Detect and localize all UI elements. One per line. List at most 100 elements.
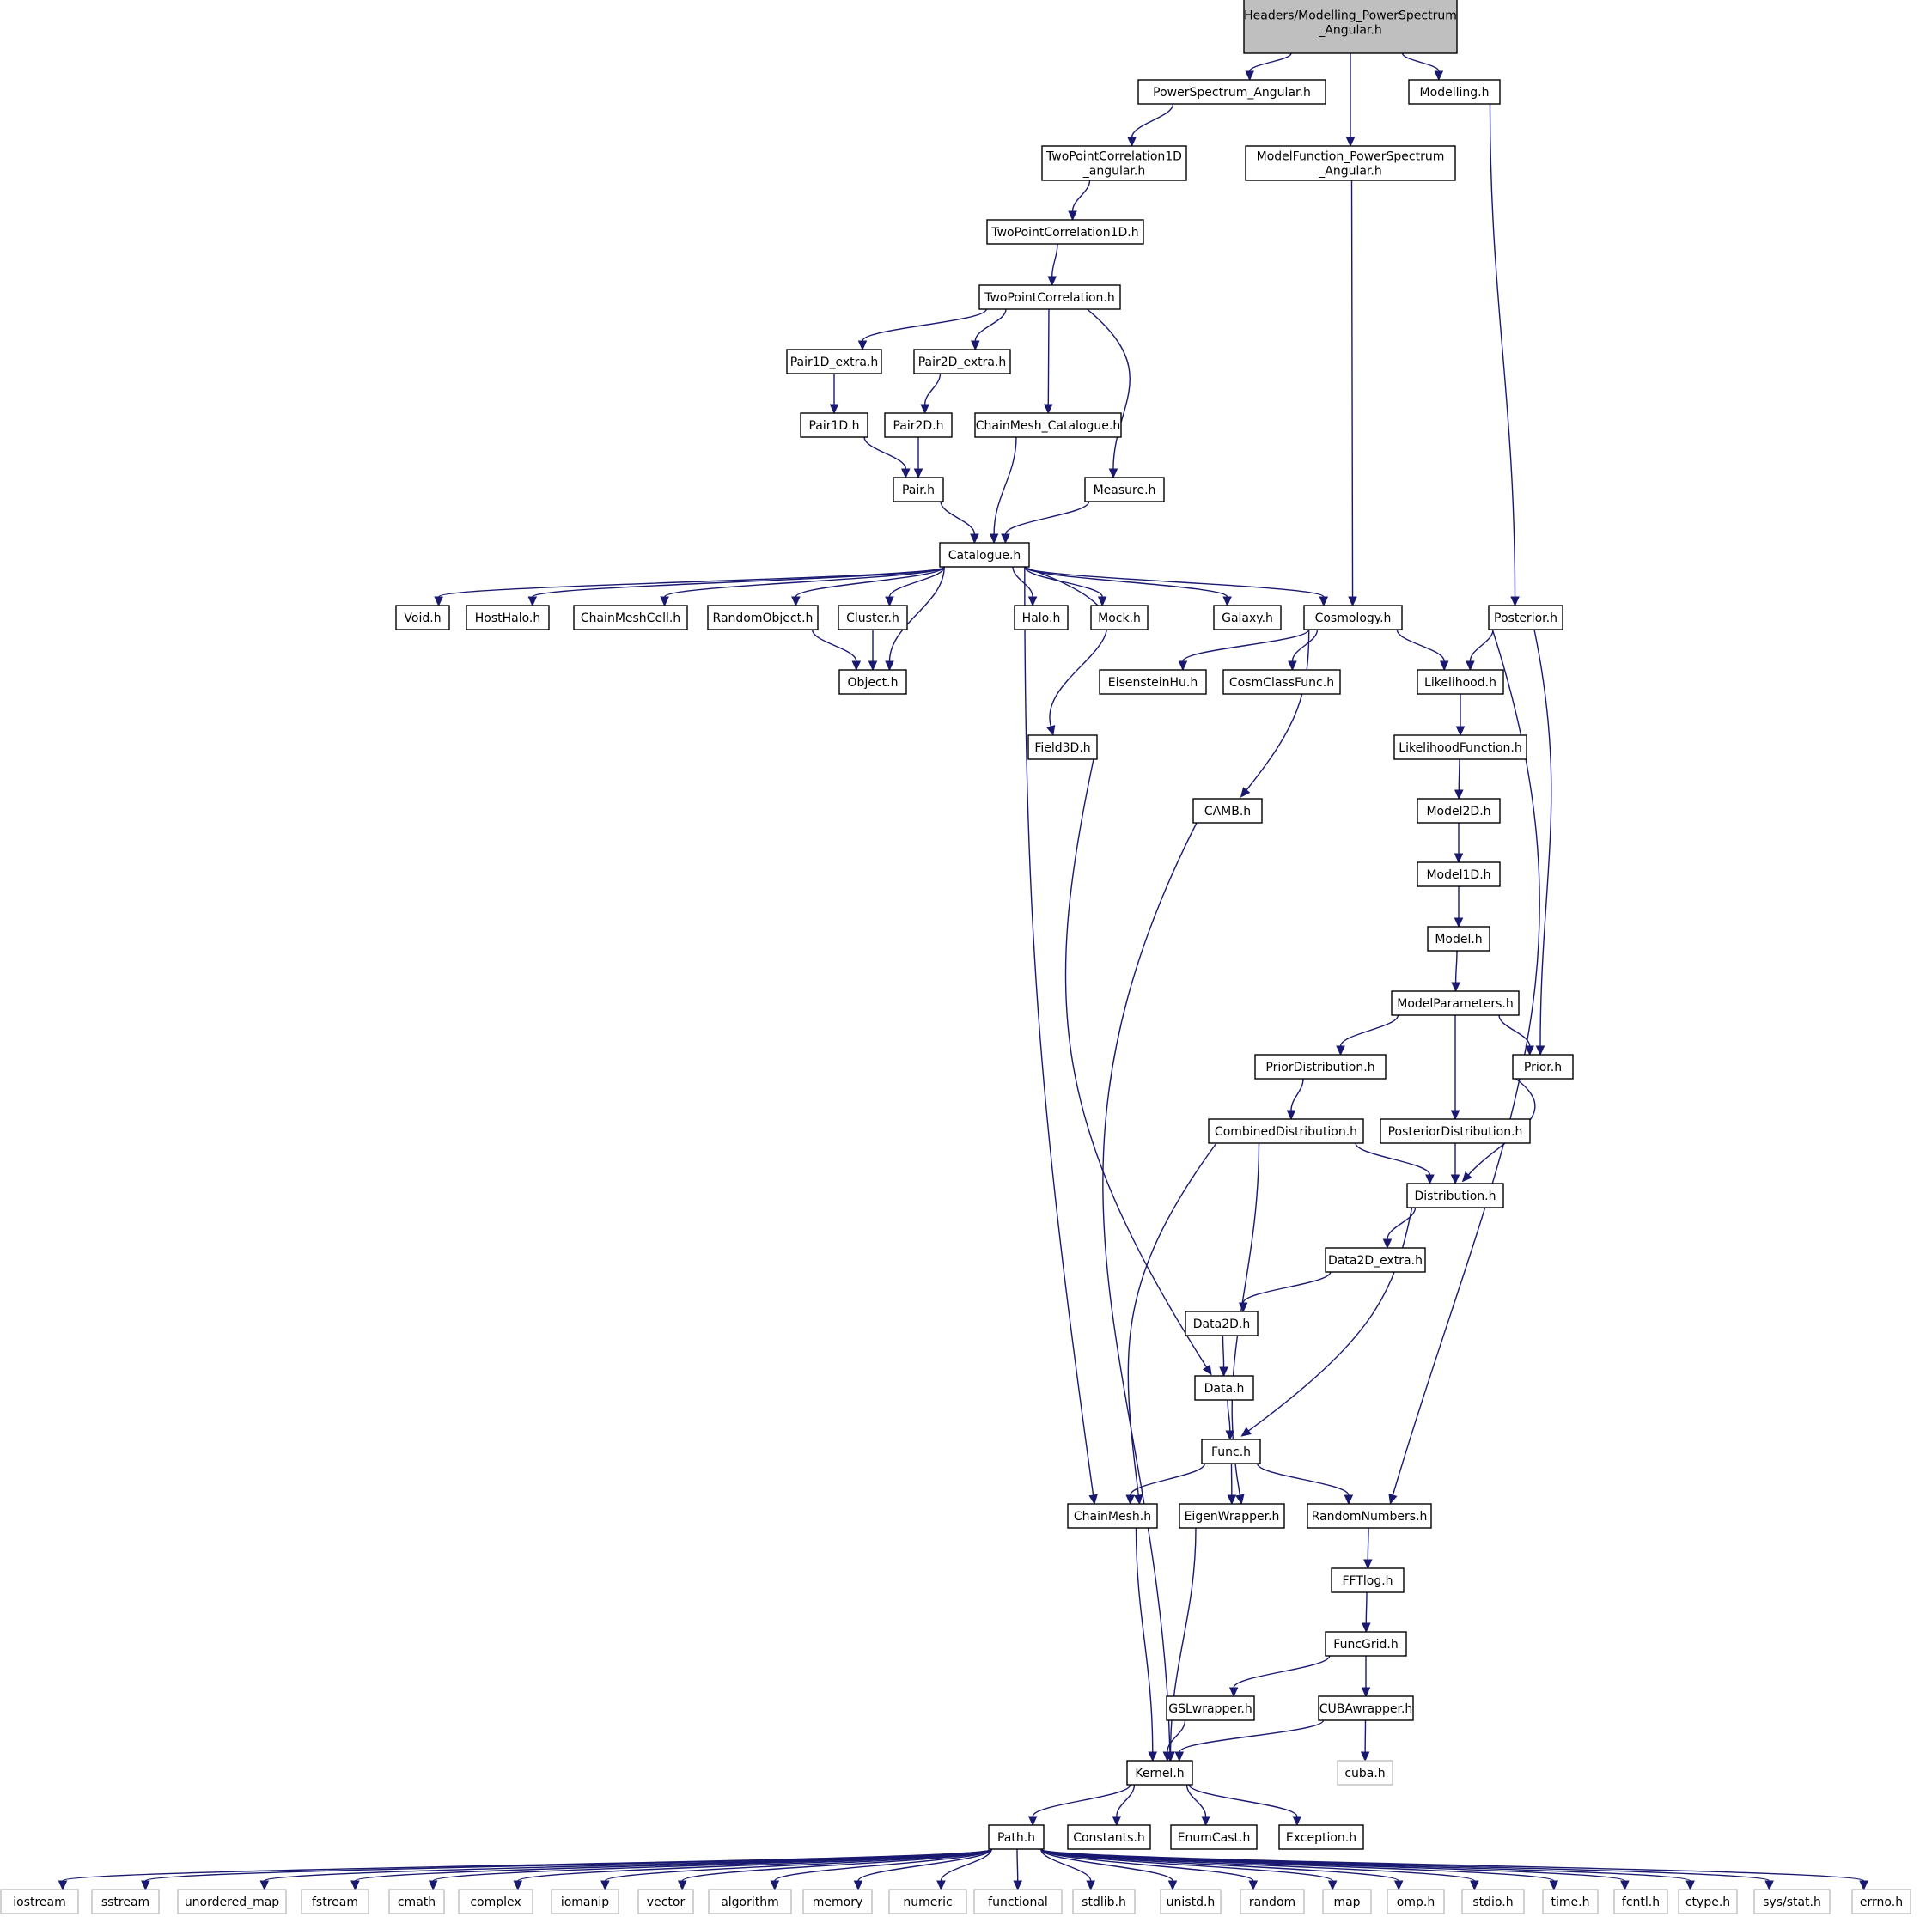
- node-gsl[interactable]: GSLwrapper.h: [1166, 1695, 1255, 1721]
- node-priordist[interactable]: PriorDistribution.h: [1254, 1054, 1387, 1080]
- node-chainmesh[interactable]: ChainMesh.h: [1067, 1503, 1158, 1529]
- node-model1d[interactable]: Model1D.h: [1417, 861, 1501, 887]
- edge-line: [940, 1848, 992, 1882]
- node-pair2dx[interactable]: Pair2D_extra.h: [913, 349, 1011, 374]
- node-cosmology[interactable]: Cosmology.h: [1303, 605, 1403, 630]
- node-umap: unordered_map: [177, 1889, 287, 1914]
- edge-catalogue-to-randobj: [791, 566, 945, 607]
- node-psang[interactable]: PowerSpectrum_Angular.h: [1137, 79, 1326, 105]
- node-map: map: [1322, 1889, 1372, 1914]
- node-box: [1245, 145, 1456, 181]
- edge-pair1dx-to-pair1d: [829, 373, 839, 415]
- node-box: [1325, 1247, 1426, 1273]
- node-randobj[interactable]: RandomObject.h: [707, 605, 819, 630]
- node-label: Object.h: [848, 676, 899, 690]
- edge-line: [1339, 1014, 1399, 1047]
- node-combdist[interactable]: CombinedDistribution.h: [1208, 1118, 1364, 1144]
- node-fftlog[interactable]: FFTlog.h: [1331, 1567, 1405, 1593]
- node-tpc1da[interactable]: TwoPointCorrelation1D_angular.h: [1041, 145, 1187, 181]
- node-root[interactable]: Headers/Modelling_PowerSpectrum_Angular.…: [1243, 0, 1458, 54]
- node-likelihood[interactable]: Likelihood.h: [1417, 669, 1504, 695]
- node-box: [573, 605, 688, 630]
- node-field3d[interactable]: Field3D.h: [1027, 734, 1098, 760]
- node-measure[interactable]: Measure.h: [1084, 477, 1165, 502]
- node-pair1d[interactable]: Pair1D.h: [800, 412, 868, 438]
- edge-cluster-to-object: [868, 630, 878, 672]
- edge-arrowhead: [1288, 660, 1297, 672]
- edge-modelparams-to-postdist: [1450, 1015, 1460, 1121]
- node-galaxy[interactable]: Galaxy.h: [1213, 605, 1282, 630]
- edge-combdist-to-distribution: [1355, 1142, 1435, 1185]
- edge-tpc-to-cmcat: [1044, 308, 1053, 415]
- edge-arrowhead: [1245, 70, 1254, 82]
- node-label: Exception.h: [1286, 1831, 1356, 1845]
- node-halo[interactable]: Halo.h: [1014, 605, 1069, 630]
- edge-arrowhead: [1027, 1816, 1038, 1827]
- node-enumcast[interactable]: EnumCast.h: [1170, 1824, 1258, 1850]
- node-cosmclass[interactable]: CosmClassFunc.h: [1222, 669, 1341, 695]
- node-pair[interactable]: Pair.h: [893, 477, 944, 502]
- node-box: [1678, 1889, 1738, 1914]
- node-label: ctype.h: [1685, 1896, 1730, 1909]
- edge-arrowhead: [1068, 210, 1077, 222]
- node-timeh: time.h: [1542, 1889, 1599, 1914]
- edge-arrowhead: [1439, 660, 1449, 672]
- node-model[interactable]: Model.h: [1427, 926, 1490, 952]
- edge-line: [1227, 1399, 1231, 1432]
- node-numeric: numeric: [888, 1889, 967, 1914]
- node-pair1dx[interactable]: Pair1D_extra.h: [786, 349, 882, 374]
- edge-line: [974, 308, 1007, 342]
- edge-arrowhead: [1292, 1816, 1302, 1827]
- node-mock[interactable]: Mock.h: [1090, 605, 1149, 630]
- node-eisenstein[interactable]: EisensteinHu.h: [1099, 669, 1207, 695]
- edge-func-to-chainmesh: [1125, 1463, 1206, 1506]
- node-modelparams[interactable]: ModelParameters.h: [1391, 990, 1520, 1016]
- node-randnum[interactable]: RandomNumbers.h: [1307, 1503, 1432, 1529]
- edge-chainmesh-to-kernel: [1135, 1527, 1158, 1762]
- edge-arrowhead: [428, 1880, 438, 1891]
- node-box: [888, 1889, 967, 1914]
- node-path[interactable]: Path.h: [988, 1824, 1045, 1850]
- node-exception[interactable]: Exception.h: [1278, 1824, 1364, 1850]
- node-modelling[interactable]: Modelling.h: [1408, 79, 1501, 105]
- node-cluster[interactable]: Cluster.h: [838, 605, 908, 630]
- node-box: [838, 669, 907, 695]
- node-label: Data2D.h: [1193, 1318, 1250, 1331]
- node-cmcell[interactable]: ChainMeshCell.h: [573, 605, 688, 630]
- node-prior[interactable]: Prior.h: [1512, 1054, 1574, 1080]
- node-cmcat[interactable]: ChainMesh_Catalogue.h: [974, 412, 1122, 438]
- node-label: omp.h: [1397, 1896, 1435, 1909]
- node-catalogue[interactable]: Catalogue.h: [939, 542, 1030, 568]
- node-mfps[interactable]: ModelFunction_PowerSpectrum_Angular.h: [1245, 145, 1456, 181]
- node-funcgrid[interactable]: FuncGrid.h: [1325, 1631, 1407, 1657]
- edge-likefunc-to-model2d: [1454, 758, 1464, 800]
- node-constants[interactable]: Constants.h: [1067, 1824, 1151, 1850]
- node-void[interactable]: Void.h: [395, 605, 450, 630]
- node-box: [1194, 1375, 1254, 1401]
- node-distribution[interactable]: Distribution.h: [1406, 1183, 1504, 1208]
- node-data[interactable]: Data.h: [1194, 1375, 1254, 1401]
- node-kernel[interactable]: Kernel.h: [1126, 1760, 1193, 1786]
- node-data2dx[interactable]: Data2D_extra.h: [1325, 1247, 1426, 1273]
- node-tpc1d[interactable]: TwoPointCorrelation1D.h: [986, 219, 1144, 245]
- node-camb[interactable]: CAMB.h: [1192, 798, 1263, 824]
- edge-fftlog-to-funcgrid: [1362, 1591, 1371, 1634]
- node-postdist[interactable]: PosteriorDistribution.h: [1380, 1118, 1531, 1144]
- edge-root-to-modelling: [1401, 52, 1444, 82]
- node-model2d[interactable]: Model2D.h: [1417, 798, 1501, 824]
- edge-kernel-to-exception: [1188, 1784, 1302, 1827]
- node-hosthalo[interactable]: HostHalo.h: [466, 605, 550, 630]
- node-func[interactable]: Func.h: [1201, 1439, 1261, 1464]
- edge-line: [1116, 1784, 1136, 1817]
- node-data2d[interactable]: Data2D.h: [1185, 1311, 1259, 1336]
- node-box: [1278, 1824, 1364, 1850]
- edge-catalogue-to-cluster: [885, 566, 945, 607]
- node-posterior[interactable]: Posterior.h: [1488, 605, 1563, 630]
- node-cuba[interactable]: CUBAwrapper.h: [1318, 1695, 1414, 1721]
- node-tpc[interactable]: TwoPointCorrelation.h: [978, 284, 1121, 310]
- node-likefunc[interactable]: LikelihoodFunction.h: [1393, 734, 1527, 760]
- node-eigen[interactable]: EigenWrapper.h: [1179, 1503, 1285, 1529]
- node-object[interactable]: Object.h: [838, 669, 907, 695]
- node-pair2d[interactable]: Pair2D.h: [884, 412, 953, 438]
- edge-line: [857, 1848, 992, 1882]
